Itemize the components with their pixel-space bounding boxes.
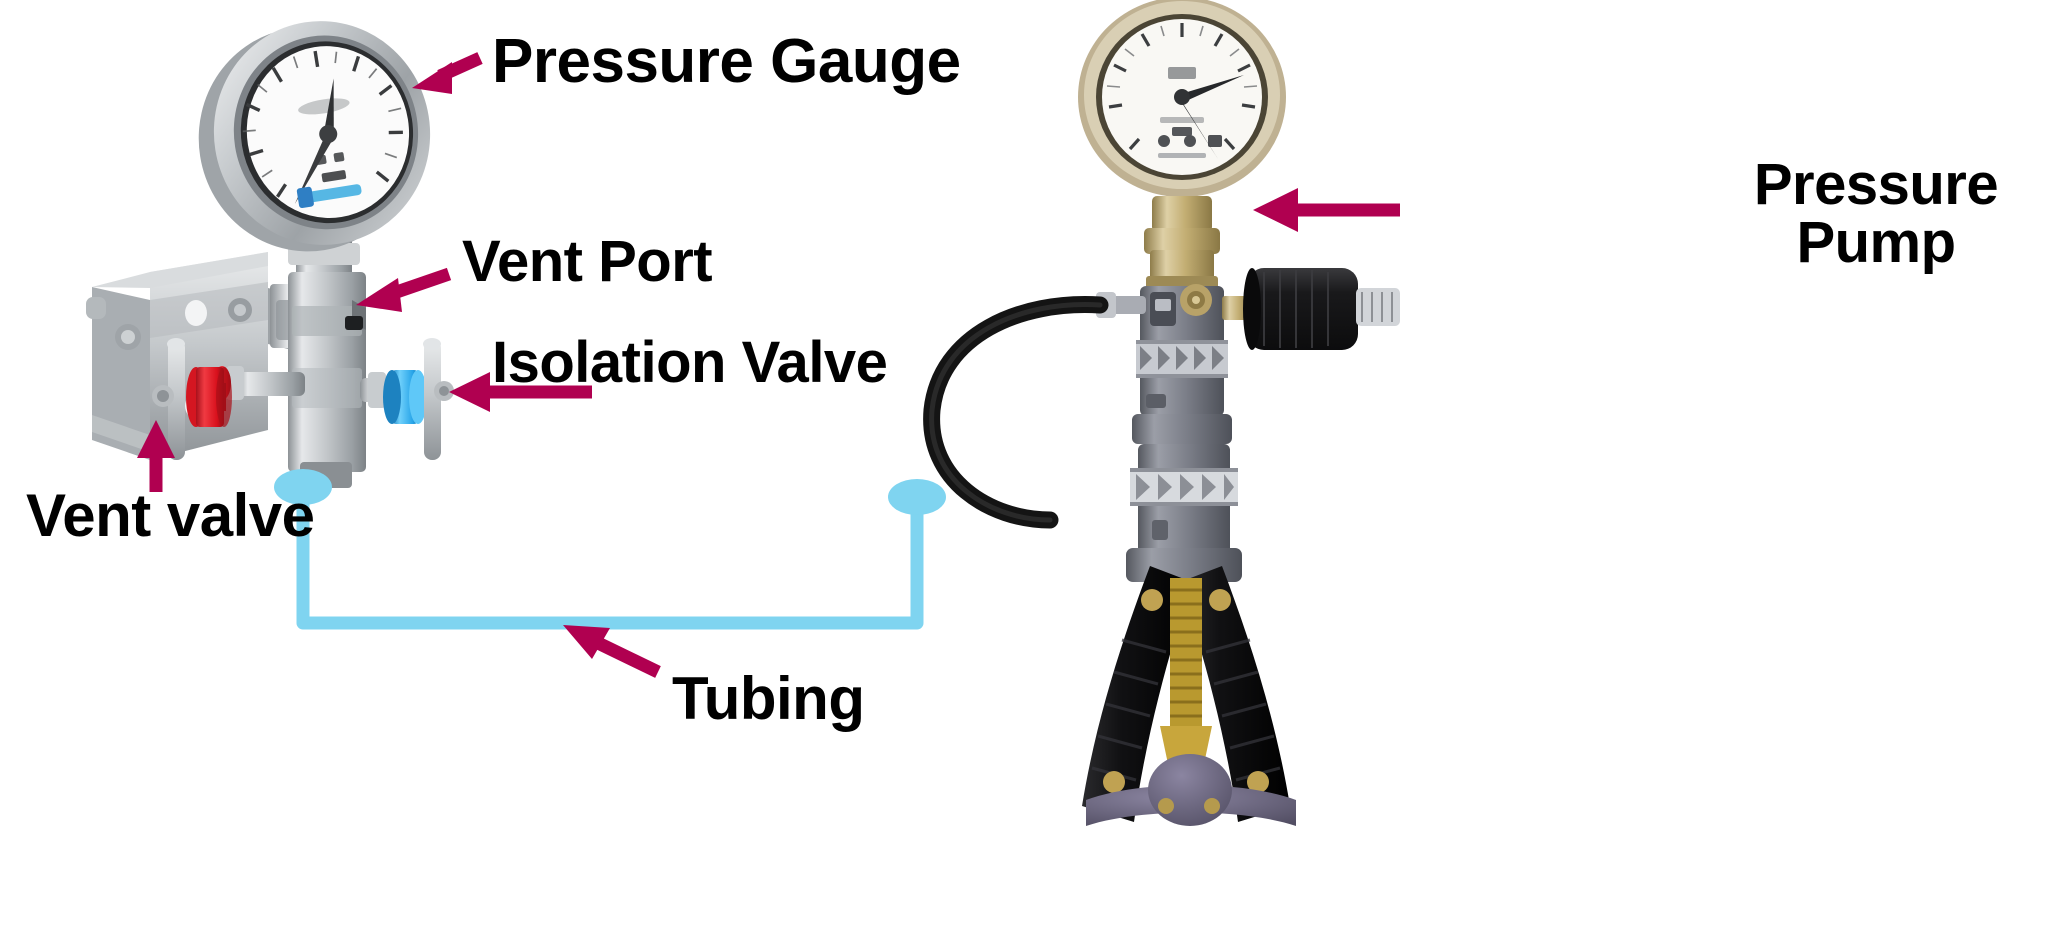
pump-body [1132,284,1232,444]
isolation-valve[interactable] [360,338,454,460]
tubing-cap-gauge [274,469,332,505]
pump-hose-highlight [929,302,1103,523]
vent-valve[interactable] [152,338,305,460]
pressure-gauge-dial [198,21,431,252]
tubing-path [296,483,924,630]
arrow-pressure-pump [1253,188,1400,232]
pump-screw [1160,578,1212,792]
label-vent-valve: Vent valve [26,482,315,549]
label-pressure-pump-line1: Pressure [1753,152,1999,217]
tripod-legs [1082,566,1290,822]
tubing-cap-pump [888,479,946,515]
pump-assembly-art [923,0,1400,826]
pump-control-knob[interactable] [1222,268,1400,350]
mounting-bracket [86,252,268,460]
tripod-base [1086,754,1296,826]
arrow-isolation-valve [449,372,592,412]
label-isolation-valve: Isolation Valve [492,330,888,395]
manifold-block [268,272,366,488]
arrow-tubing [563,625,661,678]
pump-gauge-dial [1078,0,1286,197]
label-pressure-pump-line2: Pump [1796,210,1956,275]
label-vent-port: Vent Port [462,229,713,294]
label-tubing: Tubing [672,665,865,732]
gauge-assembly-art [86,21,454,488]
pump-brass-fitting [1144,196,1220,290]
gauge-blue-tag [296,184,362,209]
label-pressure-gauge: Pressure Gauge [492,27,961,96]
arrow-vent-valve [137,420,175,492]
arrow-vent-port [356,267,452,312]
arrow-pressure-gauge [412,52,483,94]
